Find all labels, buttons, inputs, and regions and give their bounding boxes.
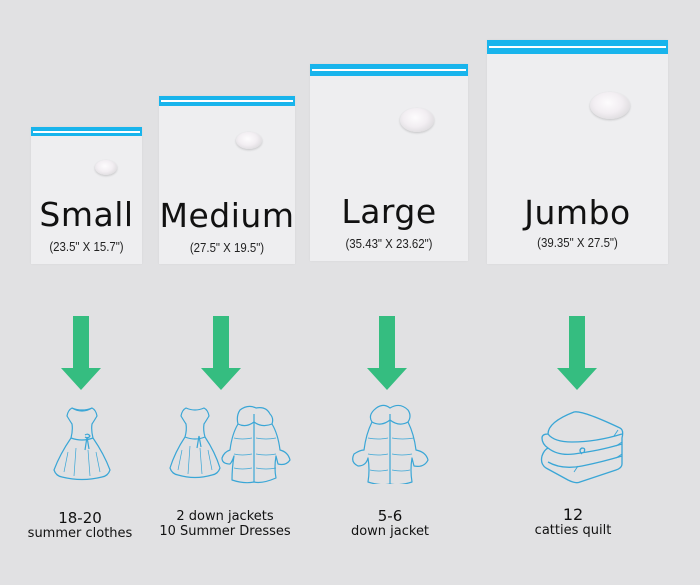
- air-valve-icon: [95, 160, 117, 175]
- capacity-description: down jacket: [350, 524, 430, 540]
- bag-dimensions: (23.5" X 15.7"): [49, 239, 124, 254]
- capacity-count: 5-6: [377, 507, 403, 525]
- capacity-count: 18-20: [58, 509, 102, 527]
- bag-size-name: Small: [39, 195, 134, 234]
- folded-quilt-icon: [540, 411, 624, 484]
- bag-large: Large (35.43" X 23.62"): [310, 64, 468, 261]
- capacity-description: 10 Summer Dresses: [159, 523, 291, 539]
- dress-icon: [53, 407, 111, 481]
- bag-dimensions: (27.5" X 19.5"): [189, 240, 265, 255]
- zipper-strip: [159, 96, 295, 106]
- down-arrow-icon: [367, 316, 407, 390]
- capacity-description: catties quilt: [534, 523, 612, 539]
- bag-size-name: Medium: [159, 196, 295, 235]
- bag-small: Small (23.5" X 15.7"): [31, 127, 142, 264]
- capacity-medium: 2 down jackets 10 Summer Dresses: [150, 509, 300, 540]
- air-valve-icon: [590, 92, 630, 119]
- down-arrow-icon: [557, 316, 597, 390]
- air-valve-icon: [236, 132, 262, 149]
- bag-size-name: Large: [341, 192, 437, 231]
- air-valve-icon: [400, 108, 434, 132]
- zipper-strip: [487, 40, 668, 54]
- down-jacket-icon: [352, 404, 429, 484]
- capacity-description: summer clothes: [27, 526, 133, 542]
- down-arrow-icon: [201, 316, 241, 390]
- bag-dimensions: (39.35" X 27.5"): [537, 235, 618, 250]
- capacity-count: 2 down jackets: [176, 509, 274, 524]
- capacity-small: 18-20 summer clothes: [20, 509, 140, 542]
- down-arrow-icon: [61, 316, 101, 390]
- capacity-large: 5-6 down jacket: [330, 507, 450, 540]
- bag-dimensions: (35.43" X 23.62"): [345, 236, 433, 251]
- capacity-jumbo: 12 catties quilt: [513, 505, 633, 539]
- bag-jumbo: Jumbo (39.35" X 27.5"): [487, 40, 668, 264]
- zipper-strip: [310, 64, 468, 76]
- bag-size-name: Jumbo: [524, 193, 631, 232]
- dress-and-down-jacket-icon: [169, 405, 291, 484]
- capacity-count: 12: [562, 505, 584, 524]
- zipper-strip: [31, 127, 142, 136]
- bag-medium: Medium (27.5" X 19.5"): [159, 96, 295, 264]
